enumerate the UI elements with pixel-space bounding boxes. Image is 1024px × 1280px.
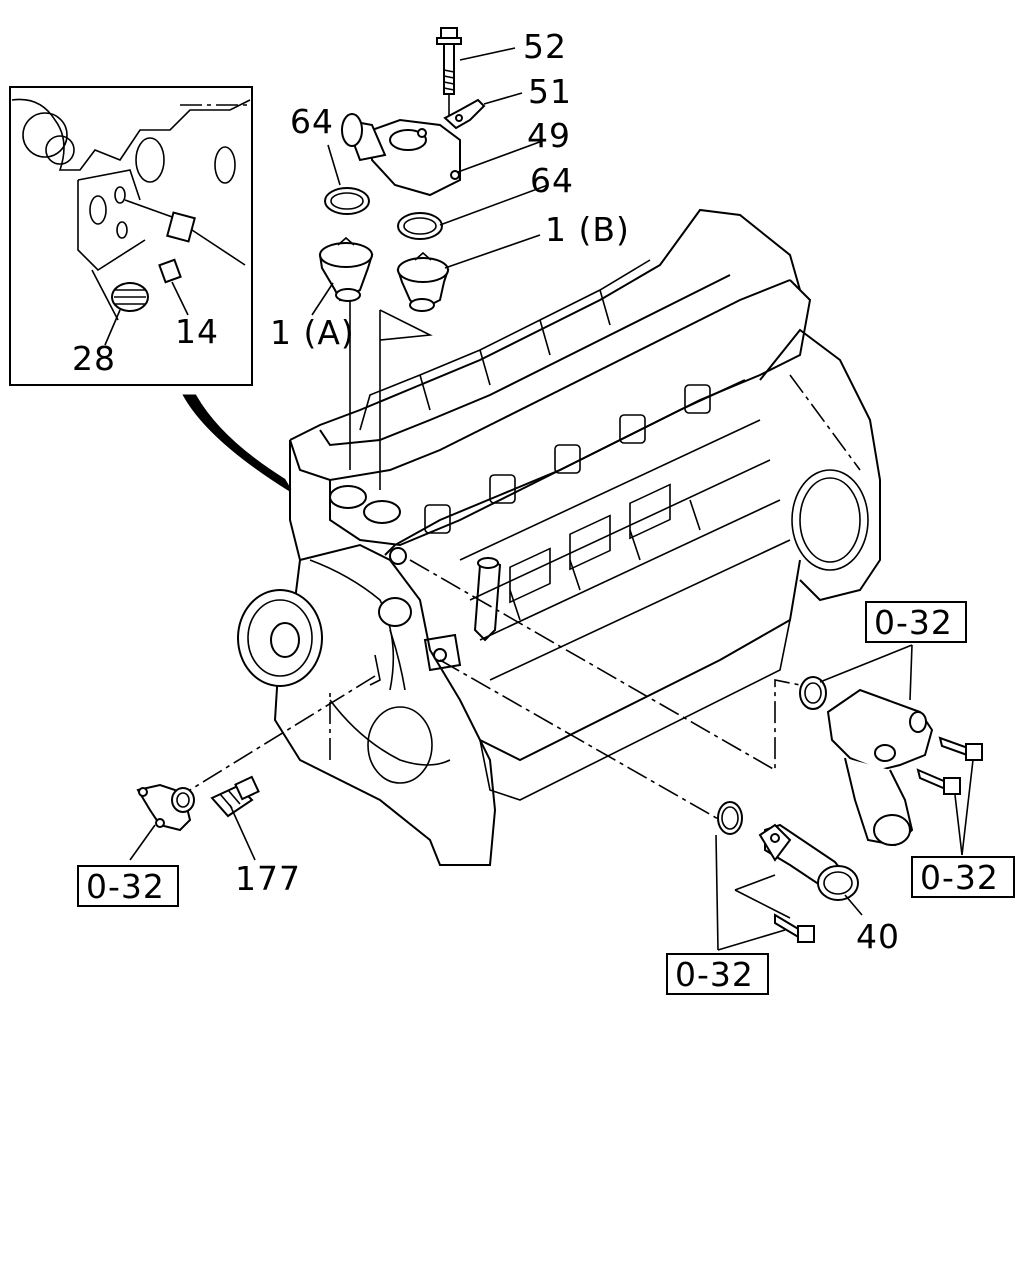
- detail-arrow: [182, 394, 292, 492]
- callout-52: 52: [523, 27, 567, 66]
- thermostat-housing-49: [341, 113, 461, 197]
- thermostat-assembly: [318, 27, 486, 490]
- ref-label-left: 0-32: [86, 867, 165, 906]
- outlet-bolts: [916, 736, 983, 795]
- callout-49: 49: [527, 116, 571, 155]
- callout-64-top: 64: [290, 102, 334, 141]
- water-outlet-right: [409, 559, 983, 856]
- bracket-51: [443, 98, 486, 130]
- ref-label-right-bottom: 0-32: [920, 858, 999, 897]
- sensor-left: [129, 675, 376, 861]
- callout-40: 40: [856, 917, 900, 956]
- bolt-52: [436, 27, 462, 95]
- ref-box-bottom: 0-32: [666, 953, 769, 995]
- inset-detail: [9, 86, 253, 386]
- leader-lines: [311, 47, 549, 316]
- callout-51: 51: [528, 72, 572, 111]
- thermostat-1a: [318, 236, 374, 302]
- ref-box-right-bottom: 0-32: [911, 856, 1015, 898]
- callout-28: 28: [72, 339, 116, 378]
- ref-label-bottom: 0-32: [675, 955, 754, 994]
- ref-label-right-top: 0-32: [874, 603, 953, 642]
- callout-14: 14: [175, 312, 219, 351]
- callout-64-right: 64: [530, 161, 574, 200]
- callout-177: 177: [235, 859, 301, 898]
- ref-box-right-top: 0-32: [865, 601, 967, 643]
- callout-1b: 1 (B): [545, 210, 630, 249]
- engine-block: [237, 208, 881, 866]
- callout-1a: 1 (A): [270, 313, 355, 352]
- thermostat-1b: [396, 251, 450, 312]
- ref-box-left: 0-32: [77, 865, 179, 907]
- water-pipe-40: [439, 659, 863, 951]
